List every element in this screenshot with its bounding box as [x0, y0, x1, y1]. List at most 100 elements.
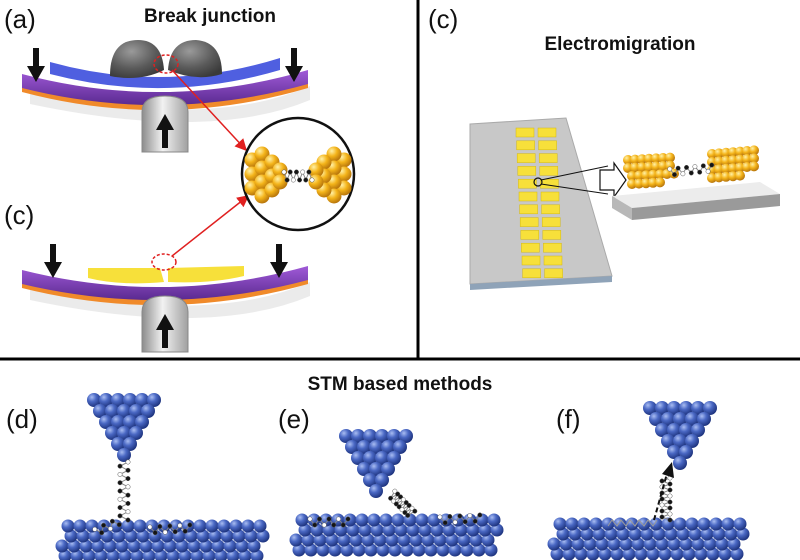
- atom: [91, 539, 105, 553]
- atom: [679, 401, 693, 415]
- zoom-slab-top: [612, 182, 780, 208]
- molecule-atom: [667, 493, 673, 499]
- atom: [628, 527, 642, 541]
- atom: [235, 539, 249, 553]
- atom: [700, 527, 714, 541]
- molecule-atom: [99, 530, 105, 536]
- molecule-atom: [659, 502, 665, 508]
- molecule-atom: [101, 522, 107, 528]
- molecule-atom: [700, 163, 706, 169]
- molecule-atom: [447, 514, 453, 519]
- left-dome: [110, 40, 164, 78]
- atom: [625, 517, 639, 531]
- atom: [399, 429, 413, 443]
- molecule-atom: [287, 169, 293, 175]
- atom: [111, 415, 125, 429]
- molecule-atom: [281, 169, 287, 175]
- electrode-pad: [537, 127, 557, 138]
- atom: [469, 533, 483, 547]
- atom: [369, 440, 383, 454]
- atom: [115, 539, 129, 553]
- atom: [220, 529, 234, 543]
- atom: [622, 547, 636, 560]
- molecule-atom: [692, 164, 698, 170]
- molecule-atom: [406, 503, 412, 508]
- atom: [244, 529, 258, 543]
- atom: [217, 519, 231, 533]
- atom: [205, 519, 219, 533]
- atom: [565, 517, 579, 531]
- blue-electrode-layer: [50, 58, 280, 89]
- stm-panel-f: [547, 401, 750, 560]
- electrode-pad: [521, 242, 540, 253]
- atom: [631, 537, 645, 551]
- atom: [490, 523, 504, 537]
- atom: [112, 529, 126, 543]
- break-junction-a-illustration: [22, 40, 310, 153]
- atom: [127, 539, 141, 553]
- molecule-atom: [307, 516, 313, 522]
- atom: [375, 451, 389, 465]
- atom: [679, 423, 693, 437]
- atom: [436, 543, 450, 557]
- atom: [369, 462, 383, 476]
- atom: [673, 412, 687, 426]
- molecule-atom: [680, 171, 686, 177]
- panel-label-c-bottom: (c): [4, 200, 34, 230]
- atom: [472, 543, 486, 557]
- molecule-atom: [172, 529, 178, 535]
- atom: [571, 537, 585, 551]
- atom: [616, 527, 630, 541]
- atom: [592, 527, 606, 541]
- molecule-atom: [709, 162, 715, 168]
- down-arrow-icon: [285, 48, 303, 82]
- molecule-atom: [117, 471, 123, 477]
- atom: [136, 529, 150, 543]
- atom: [481, 533, 495, 547]
- molecule-atom: [437, 514, 443, 520]
- atom: [673, 434, 687, 448]
- molecule-atom: [457, 513, 463, 519]
- molecule-atom: [116, 522, 122, 528]
- atom: [667, 401, 681, 415]
- atom: [196, 529, 210, 543]
- atom: [223, 539, 237, 553]
- hollow-arrow-icon: [599, 161, 627, 199]
- molecule-atom: [125, 484, 131, 490]
- atom: [361, 533, 375, 547]
- molecule-atom: [402, 510, 408, 515]
- electrode-pad: [522, 268, 541, 279]
- atom: [370, 523, 384, 537]
- molecule-atom: [462, 519, 468, 525]
- adsorbed-molecule-lattice: [607, 519, 658, 527]
- substrate-purple: [22, 266, 308, 301]
- atom: [123, 393, 137, 407]
- atom: [553, 517, 567, 531]
- atom: [93, 404, 107, 418]
- electrode-pad: [519, 217, 539, 227]
- molecule-atom: [442, 520, 448, 526]
- molecule-atom: [125, 517, 131, 523]
- atom: [685, 434, 699, 448]
- electrode-pad: [538, 140, 557, 151]
- atom: [175, 539, 189, 553]
- electrode-pad: [543, 255, 563, 266]
- substrate-purple: [22, 70, 308, 106]
- substrate-orange: [22, 276, 308, 306]
- molecule-atom: [452, 519, 458, 525]
- atom: [381, 462, 395, 476]
- molecule-atom: [125, 500, 131, 506]
- atom: [634, 547, 648, 560]
- down-arrow-icon: [270, 244, 288, 278]
- atom: [478, 523, 492, 537]
- electrode-pad: [541, 204, 560, 215]
- dashed-arrow-head: [662, 462, 674, 478]
- atom: [357, 462, 371, 476]
- atom: [105, 426, 119, 440]
- atom: [613, 517, 627, 531]
- title-stm-methods: STM based methods: [308, 374, 493, 395]
- molecule-atom: [187, 522, 193, 528]
- dashed-arrow-icon: [653, 469, 669, 521]
- molecule-atom: [177, 523, 183, 528]
- molecule-atom: [306, 169, 312, 175]
